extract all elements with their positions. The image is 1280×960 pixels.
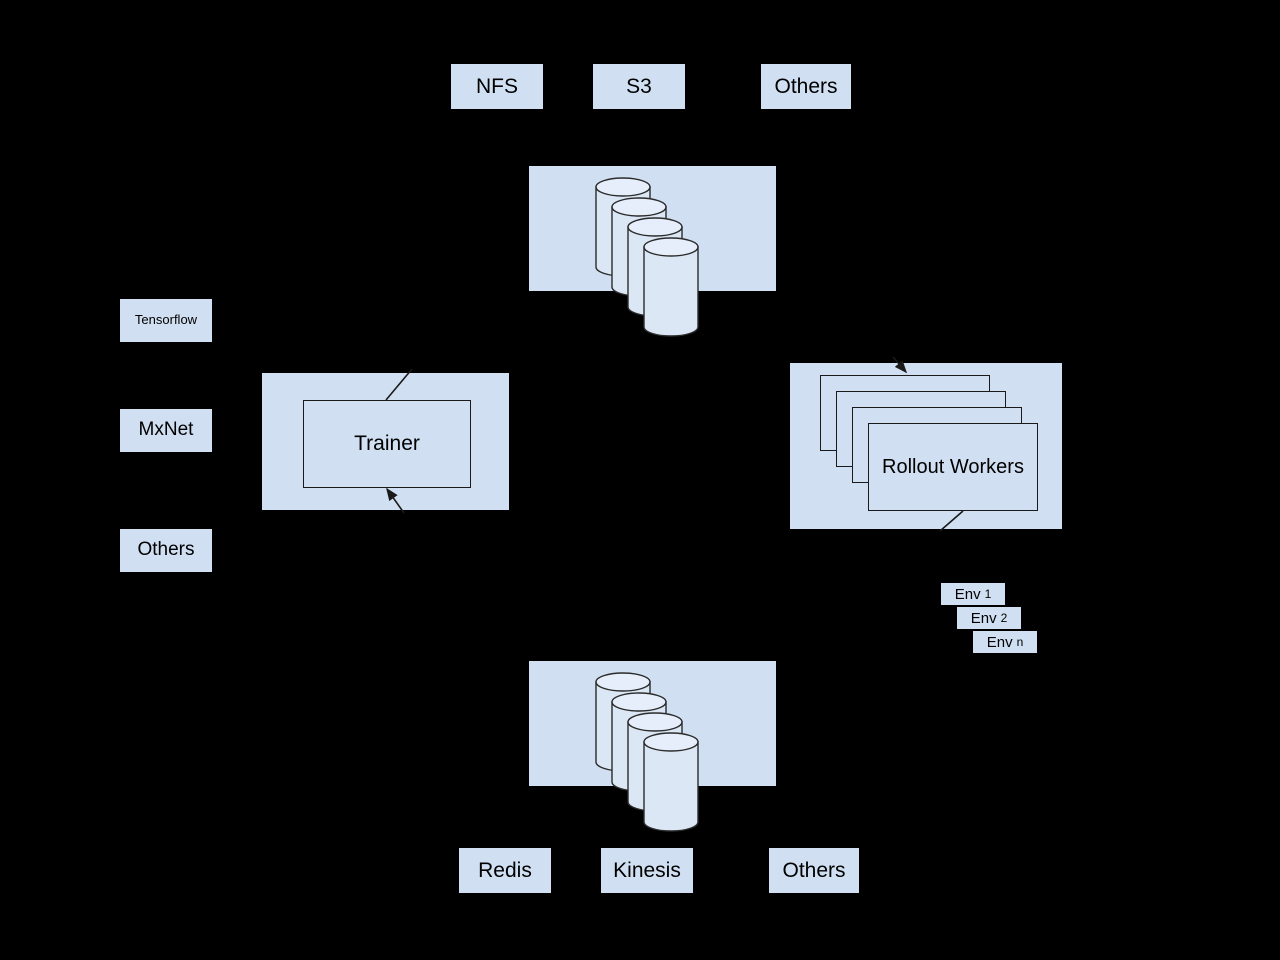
env-chip-n-index: n — [1016, 635, 1024, 649]
env-chip-2-index: 2 — [1000, 611, 1008, 625]
framework-node-tensorflow-label: Tensorflow — [134, 312, 198, 328]
rollout-workers-label: Rollout Workers — [882, 455, 1024, 478]
env-chip-2[interactable]: Env 2 — [957, 607, 1021, 629]
storage-node-s3[interactable]: S3 — [593, 64, 685, 109]
framework-node-mxnet[interactable]: MxNet — [120, 409, 212, 452]
storage-node-others-label: Others — [774, 74, 838, 98]
env-chip-n-word: Env — [986, 633, 1013, 651]
queue-node-kinesis-label: Kinesis — [613, 858, 681, 882]
queue-node-redis-label: Redis — [478, 858, 532, 882]
trainer-label: Trainer — [354, 432, 420, 456]
storage-node-nfs-label: NFS — [476, 74, 518, 98]
storage-node-others[interactable]: Others — [761, 64, 851, 109]
queue-node-redis[interactable]: Redis — [459, 848, 551, 893]
storage-node-nfs[interactable]: NFS — [451, 64, 543, 109]
env-chip-1-word: Env — [954, 585, 981, 603]
env-chip-n[interactable]: Env n — [973, 631, 1037, 653]
queue-node-kinesis[interactable]: Kinesis — [601, 848, 693, 893]
framework-node-mxnet-label: MxNet — [138, 419, 194, 441]
queue-node-others[interactable]: Others — [769, 848, 859, 893]
storage-node-s3-label: S3 — [626, 74, 652, 98]
framework-node-others[interactable]: Others — [120, 529, 212, 572]
rollout-worker-card-1[interactable]: Rollout Workers — [868, 423, 1038, 511]
framework-node-tensorflow[interactable]: Tensorflow — [120, 299, 212, 342]
env-chip-1-index: 1 — [984, 587, 992, 601]
database-stack-icon-top — [595, 177, 699, 337]
model-checkpoint-store-panel[interactable] — [529, 166, 776, 337]
experience-replay-store-panel[interactable] — [529, 661, 776, 832]
env-chip-2-word: Env — [970, 609, 997, 627]
database-stack-icon-bottom — [595, 672, 699, 832]
trainer-box[interactable]: Trainer — [303, 400, 471, 488]
env-chip-1[interactable]: Env 1 — [941, 583, 1005, 605]
framework-node-others-label: Others — [137, 539, 195, 561]
queue-node-others-label: Others — [782, 858, 846, 882]
